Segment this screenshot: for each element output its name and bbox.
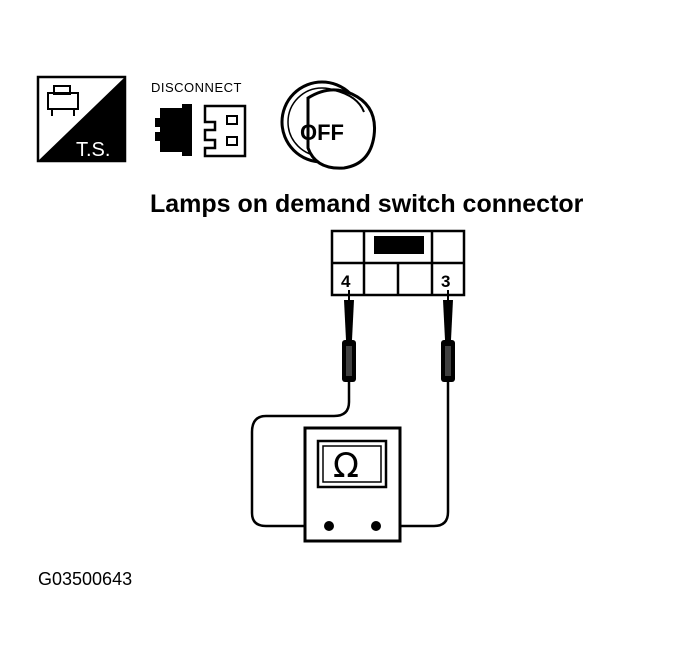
ohmmeter: Ω	[303, 426, 402, 543]
ts-label: T.S.	[76, 139, 110, 161]
right-test-lead	[376, 396, 450, 528]
pin-4-label: 4	[341, 272, 351, 291]
diagram-title: Lamps on demand switch connector	[150, 190, 584, 218]
disconnect-connector-icon: DISCONNECT	[151, 80, 247, 158]
right-test-probe	[441, 290, 455, 396]
left-test-probe	[342, 290, 356, 396]
troubleshooting-icon: T.S.	[36, 75, 127, 163]
ignition-off-icon: OFF	[280, 80, 377, 170]
ohm-symbol: Ω	[333, 446, 359, 486]
figure-code: G03500643	[38, 569, 132, 589]
disconnect-label: DISCONNECT	[151, 80, 242, 95]
left-test-lead	[250, 396, 351, 528]
meter-terminal-right	[371, 521, 381, 531]
meter-terminal-left	[324, 521, 334, 531]
pin-3-label: 3	[441, 272, 450, 291]
ignition-off-label: OFF	[300, 120, 344, 145]
switch-connector	[330, 229, 466, 297]
